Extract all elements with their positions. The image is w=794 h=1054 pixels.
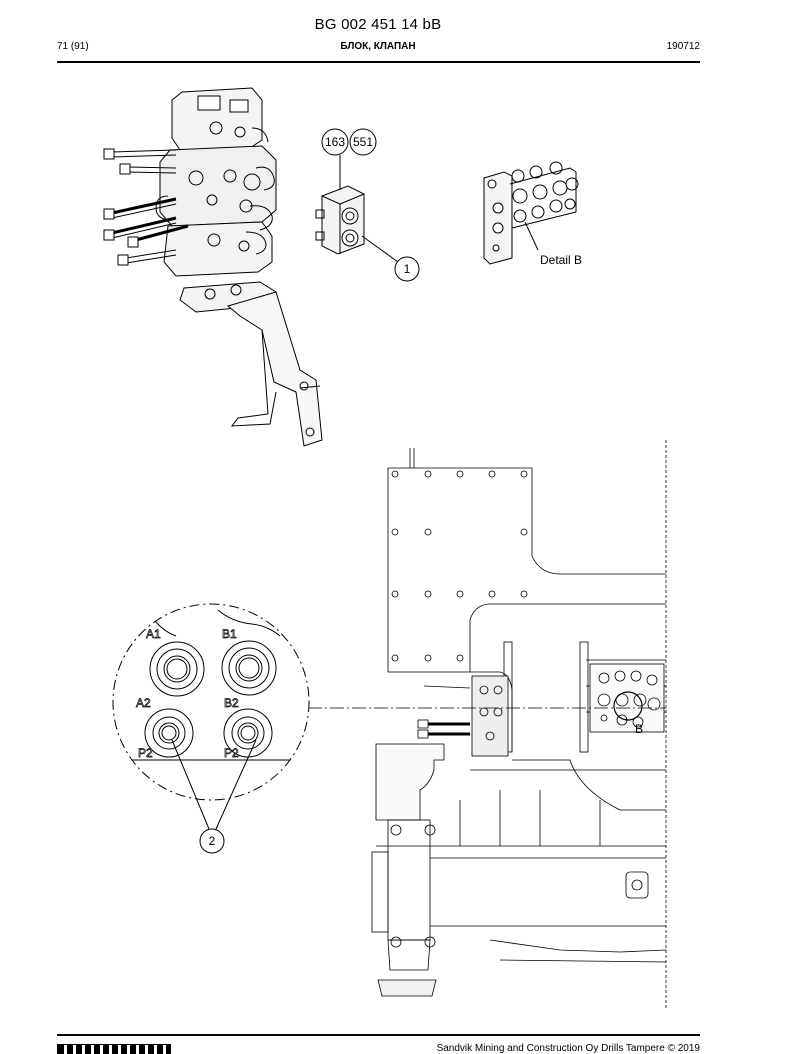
port-label-a2: A2 — [136, 696, 151, 710]
valve-block-assembly — [103, 87, 323, 447]
detail-b-panel — [483, 161, 579, 265]
port-magnifier: A1 B1 A2 B2 P2 P2 — [112, 603, 310, 830]
port-label-b1: B1 — [222, 627, 237, 641]
callout-1: 1 — [394, 256, 420, 282]
date-code: 190712 — [666, 41, 700, 52]
port-label-b2: B2 — [224, 696, 239, 710]
svg-text:551: 551 — [353, 135, 373, 149]
port-a1-fitting — [149, 641, 205, 697]
footer-copyright: Sandvik Mining and Construction Oy Drill… — [436, 1043, 700, 1054]
port-label-a1: A1 — [146, 627, 161, 641]
port-a2-fitting — [144, 708, 194, 758]
svg-text:2: 2 — [209, 834, 216, 848]
header-rule — [57, 61, 700, 63]
port-label-p2-right: P2 — [224, 746, 239, 760]
port-b1-fitting — [221, 640, 277, 696]
callout-2: 2 — [199, 828, 225, 854]
valve-item-1 — [315, 185, 399, 263]
callout-163: 163 — [321, 128, 349, 156]
svg-text:1: 1 — [404, 262, 411, 276]
port-label-p2-left: P2 — [138, 746, 153, 760]
callout-551: 551 — [349, 128, 377, 156]
footer-rule — [57, 1034, 700, 1036]
page-title: БЛОК, КЛАПАН — [340, 41, 416, 52]
sandvik-logo — [57, 1044, 171, 1054]
document-number: BG 002 451 14 bB — [314, 16, 442, 33]
detail-b-caption: Detail B — [540, 253, 582, 267]
svg-text:163: 163 — [325, 135, 345, 149]
machine-frame — [371, 440, 667, 1010]
detail-b-marker: B — [635, 722, 643, 736]
page-number: 71 (91) — [57, 41, 89, 52]
